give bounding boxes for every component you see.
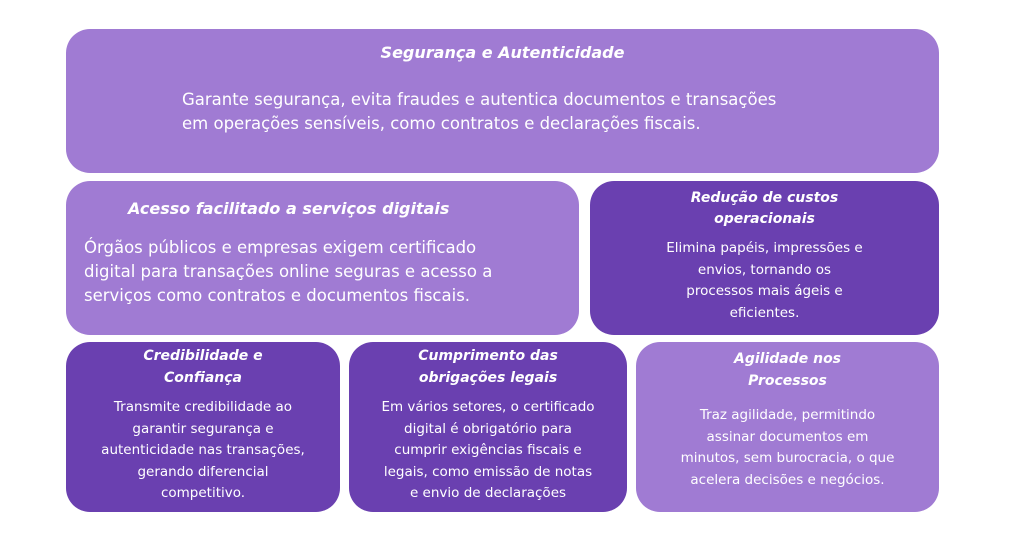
card-title: Agilidade nos Processos: [733, 351, 842, 389]
card-title: Redução de custos operacionais: [690, 190, 839, 227]
card-body: Em vários setores, o certificado digital…: [381, 399, 595, 501]
card-body: Garante segurança, evita fraudes e auten…: [182, 90, 777, 133]
card-title: Acesso facilitado a serviços digitais: [128, 199, 450, 218]
card-body: Traz agilidade, permitindo assinar docum…: [680, 407, 895, 488]
card-body: Elimina papéis, impressões e envios, tor…: [666, 240, 863, 321]
card-seguranca-autenticidade: Segurança e Autenticidade Garante segura…: [66, 29, 939, 173]
card-credibilidade-confianca: Credibilidade e Confiança Transmite cred…: [66, 342, 340, 512]
card-agilidade-processos: Agilidade nos Processos Traz agilidade, …: [636, 342, 939, 512]
card-title: Credibilidade e Confiança: [143, 348, 263, 386]
card-title: Segurança e Autenticidade: [380, 43, 625, 62]
card-reducao-custos: Redução de custos operacionais Elimina p…: [590, 181, 939, 335]
card-acesso-facilitado: Acesso facilitado a serviços digitais Ór…: [66, 181, 579, 335]
card-title: Cumprimento das obrigações legais: [418, 348, 558, 386]
card-body: Transmite credibilidade ao garantir segu…: [101, 399, 305, 501]
card-cumprimento-obrigacoes: Cumprimento das obrigações legais Em vár…: [349, 342, 627, 512]
card-body: Órgãos públicos e empresas exigem certif…: [84, 238, 493, 305]
